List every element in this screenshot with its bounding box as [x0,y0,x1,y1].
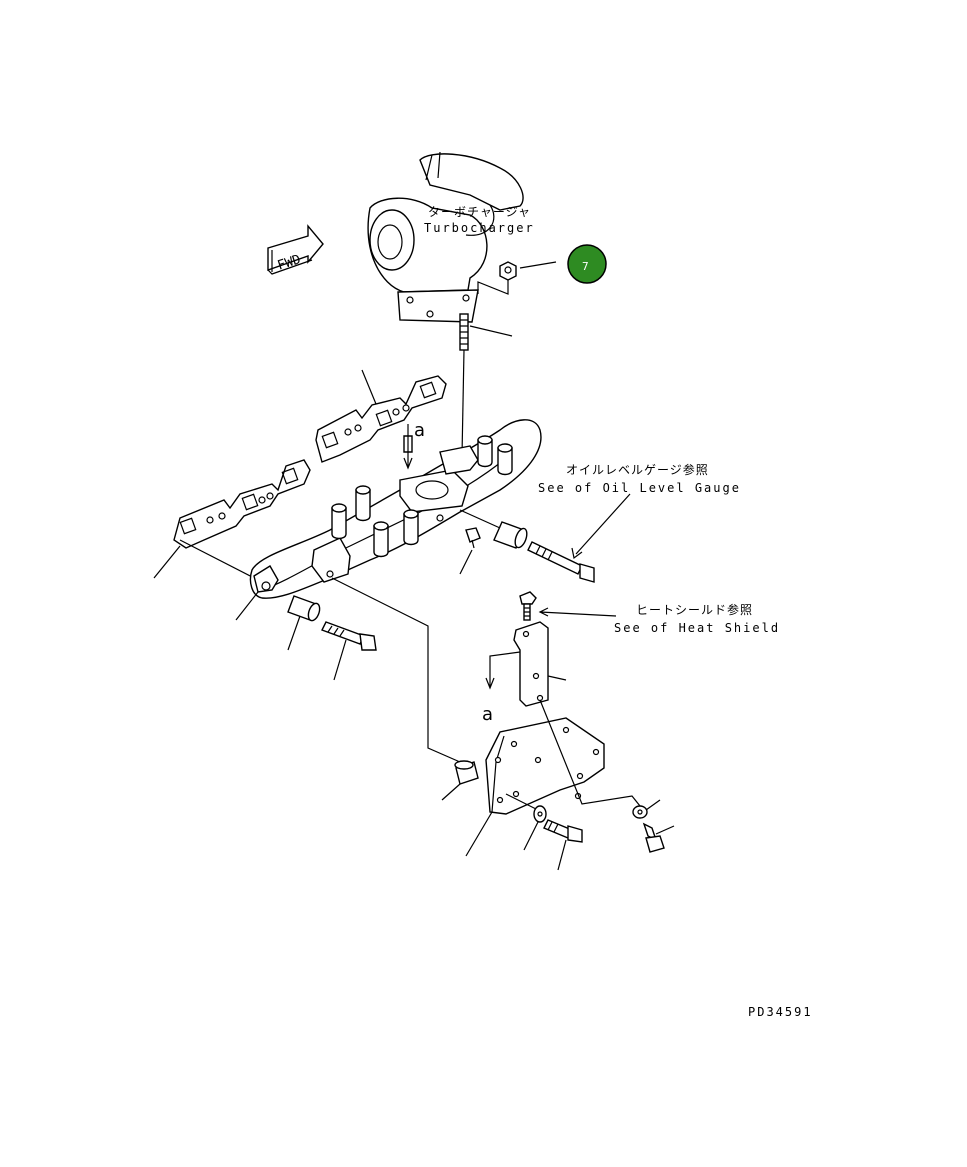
plate-washer-leader [523,821,539,851]
stud [459,313,469,351]
plate-to-washer-line [505,793,539,811]
heat-shield-leader [538,607,617,617]
heat-shield-bolt [519,591,537,621]
right-small-bolt [642,822,665,853]
left-spacer-leader [287,615,301,651]
left-spacer [287,595,321,622]
drawing-number: PD34591 [748,1005,813,1019]
left-bolt [321,621,377,651]
lower-gasket-leader [153,545,181,579]
left-leader-1 [235,591,259,621]
lower-spacer [454,760,479,785]
right-small-bolt-leader [655,825,675,835]
right-washer [632,805,648,819]
heat-shield-bracket [513,621,549,707]
bracket-to-plate-line [539,699,641,807]
turbocharger-label-en: Turbocharger [424,221,535,235]
oil-gauge-label-jp: オイルレベルゲージ参照 [566,462,709,477]
callout-number: 7 [582,260,589,273]
plate-washer [533,805,547,823]
oil-gauge-leader [571,493,631,560]
exhaust-manifold [249,419,542,599]
right-spacer [493,521,528,549]
heat-shield-plate [485,717,605,815]
plate-bolt-leader [557,839,567,871]
fwd-arrow: FWD [267,224,324,275]
small-bolt [465,527,481,549]
stud-leader [469,325,513,337]
callout-circle [567,244,607,284]
lower-gasket [173,459,311,549]
manifold-to-spacer-line [459,509,501,529]
bracket-leader [547,675,567,681]
oil-gauge-label-en: See of Oil Level Gauge [538,481,741,495]
manifold-to-lower-spacer-line [331,577,461,763]
right-bolt [527,541,595,583]
turbocharger [367,151,524,323]
turbo-nut [499,261,517,281]
plate-bolt [543,819,583,843]
stud-to-manifold-line [461,349,465,457]
small-bolt-leader [459,549,473,575]
ref-a-arrow-bottom [485,651,521,690]
ref-a-arrow-top [403,424,413,470]
right-washer-leader [645,799,661,811]
upper-gasket [315,375,447,463]
nut-leader-line [519,261,557,269]
fwd-label: FWD [276,252,303,274]
upper-gasket-leader [361,369,377,405]
turbocharger-label-jp: ターボチャージャ [428,205,531,219]
ref-a-bottom: a [482,704,493,725]
heat-shield-label-en: See of Heat Shield [614,621,780,635]
plate-leader [465,811,493,857]
lower-spacer-leader [441,783,461,801]
gasket-to-spacer-line [179,539,263,583]
heat-shield-label-jp: ヒートシールド参照 [636,602,753,617]
ref-a-top: a [414,420,425,441]
nut-to-flange-line [477,280,509,295]
left-bolt-leader [333,639,347,681]
callout-badge-7[interactable]: 7 [567,244,607,284]
